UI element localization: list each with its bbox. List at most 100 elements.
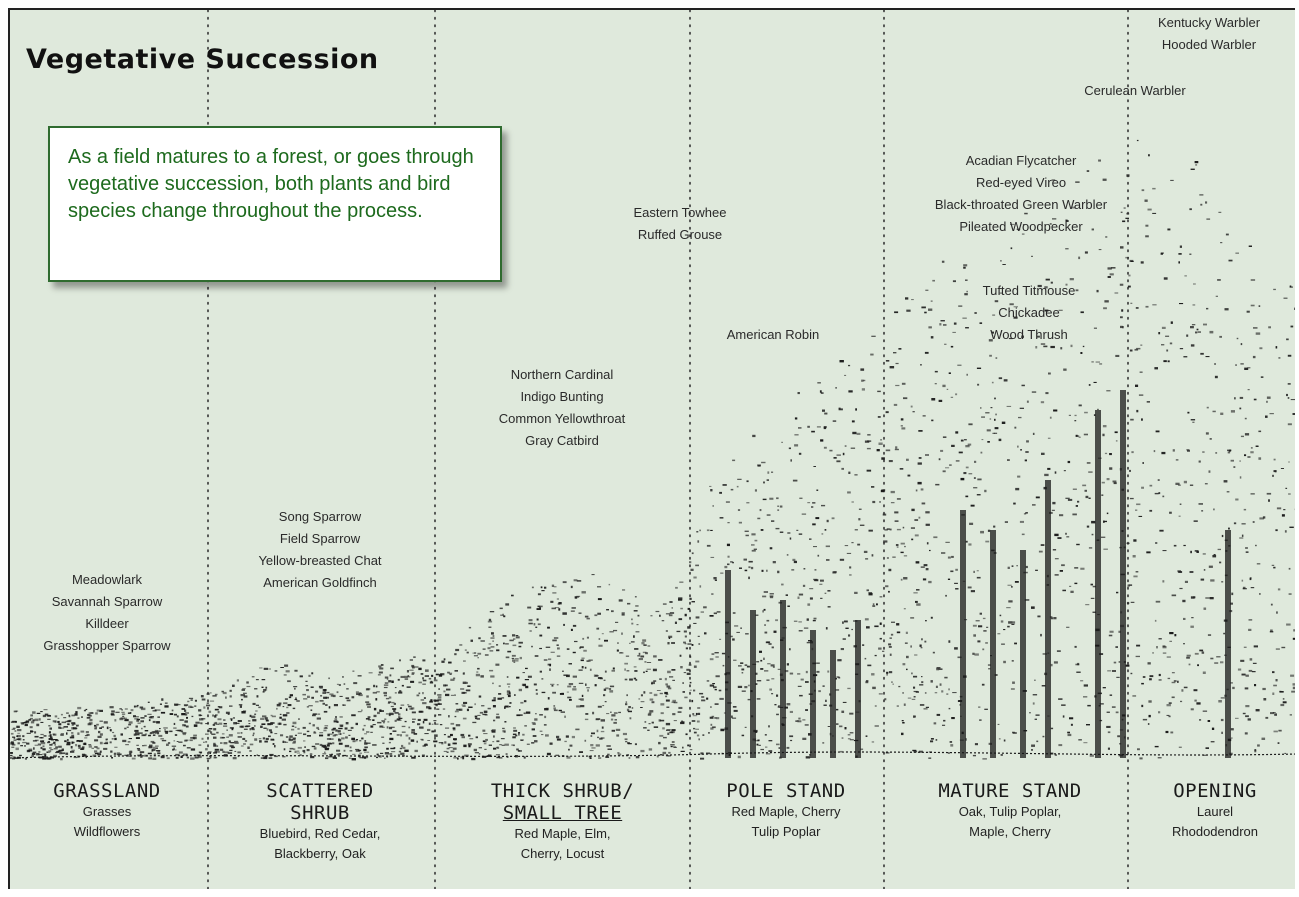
stipple-mark [550, 651, 555, 653]
stipple-mark [1184, 580, 1188, 583]
stipple-mark [381, 720, 386, 722]
stipple-mark [389, 753, 393, 755]
stipple-mark [945, 594, 947, 597]
stipple-mark [760, 529, 764, 531]
stipple-mark [155, 745, 159, 747]
stipple-mark [1254, 749, 1257, 751]
stipple-mark [1112, 480, 1117, 483]
stipple-mark [154, 729, 158, 733]
stipple-mark [427, 728, 431, 731]
stipple-mark [721, 652, 726, 655]
stipple-mark [1269, 413, 1274, 415]
stipple-mark [893, 403, 898, 406]
stipple-mark [1183, 480, 1187, 484]
stipple-mark [1002, 264, 1006, 265]
stipple-mark [888, 590, 890, 593]
stipple-mark [1206, 218, 1211, 220]
stipple-mark [777, 570, 780, 574]
stipple-mark [827, 606, 831, 608]
stage-scattered-shrub: SCATTERED SHRUB Bluebird, Red Cedar, Bla… [215, 780, 425, 864]
stipple-mark [789, 710, 793, 713]
stipple-mark [848, 634, 851, 637]
stipple-mark [186, 716, 188, 719]
stipple-mark [1259, 347, 1263, 350]
stipple-mark [503, 642, 505, 645]
stipple-mark [502, 729, 506, 733]
stipple-mark [1288, 593, 1292, 595]
stipple-mark [65, 752, 69, 755]
stipple-mark [1249, 658, 1253, 661]
stipple-mark [1007, 584, 1012, 586]
stipple-mark [680, 750, 685, 752]
stipple-mark [183, 744, 186, 747]
stipple-mark [1236, 337, 1239, 340]
stipple-mark [948, 640, 951, 643]
stipple-mark [569, 699, 572, 701]
stipple-mark [667, 642, 670, 645]
stipple-mark [1091, 228, 1094, 231]
stipple-mark [536, 618, 539, 621]
stipple-mark [1067, 733, 1072, 737]
stipple-mark [738, 521, 742, 524]
birds-thick-shrub: Northern Cardinal Indigo Bunting Common … [447, 364, 677, 452]
stipple-mark [71, 741, 74, 744]
stipple-mark [442, 708, 446, 710]
stipple-mark [506, 690, 510, 693]
stipple-mark [840, 648, 844, 651]
stipple-mark [709, 684, 715, 687]
stipple-mark [1212, 410, 1216, 413]
stipple-mark [13, 736, 16, 739]
stipple-mark [693, 665, 697, 668]
stipple-mark [47, 741, 51, 744]
stipple-mark [160, 711, 166, 714]
stipple-mark [367, 688, 371, 690]
stipple-mark [246, 681, 249, 684]
stipple-mark [1276, 507, 1282, 510]
stipple-mark [147, 752, 152, 755]
stipple-mark [502, 613, 504, 616]
stipple-mark [127, 754, 130, 757]
stipple-mark [153, 753, 156, 756]
stipple-mark [252, 734, 254, 737]
stipple-mark [776, 694, 779, 697]
stipple-mark [1213, 508, 1215, 511]
stipple-mark [240, 694, 245, 697]
stipple-mark [629, 642, 631, 644]
stipple-mark [205, 748, 208, 751]
stipple-mark [1288, 493, 1291, 495]
stipple-mark [1234, 397, 1236, 400]
stipple-mark [709, 716, 714, 719]
stipple-mark [1065, 248, 1069, 250]
stipple-mark [299, 675, 303, 678]
stipple-mark [1078, 739, 1082, 741]
stipple-mark [1024, 599, 1030, 601]
stipple-mark [332, 731, 334, 734]
stipple-mark [924, 311, 927, 314]
stipple-mark [24, 723, 28, 727]
stipple-mark [1244, 732, 1248, 735]
stipple-mark [800, 678, 804, 681]
stipple-mark [505, 753, 508, 755]
stipple-mark [1257, 744, 1260, 747]
stipple-mark [1242, 586, 1246, 590]
stipple-mark [759, 509, 762, 512]
stipple-mark [1083, 696, 1088, 698]
stipple-mark [691, 644, 694, 646]
stipple-mark [518, 732, 520, 734]
stipple-mark [736, 485, 739, 488]
stipple-mark [859, 524, 865, 526]
stipple-mark [378, 665, 382, 668]
stipple-mark [474, 715, 478, 718]
stipple-mark [518, 733, 520, 736]
stipple-mark [376, 756, 379, 759]
stipple-mark [87, 723, 92, 726]
stipple-mark [66, 741, 71, 744]
stipple-mark [345, 736, 348, 739]
stipple-mark [580, 705, 585, 708]
stipple-mark [885, 449, 891, 452]
stipple-mark [665, 613, 671, 615]
stipple-mark [693, 622, 697, 624]
stipple-mark [1163, 360, 1167, 363]
stipple-mark [872, 603, 875, 606]
stipple-mark [56, 750, 59, 753]
